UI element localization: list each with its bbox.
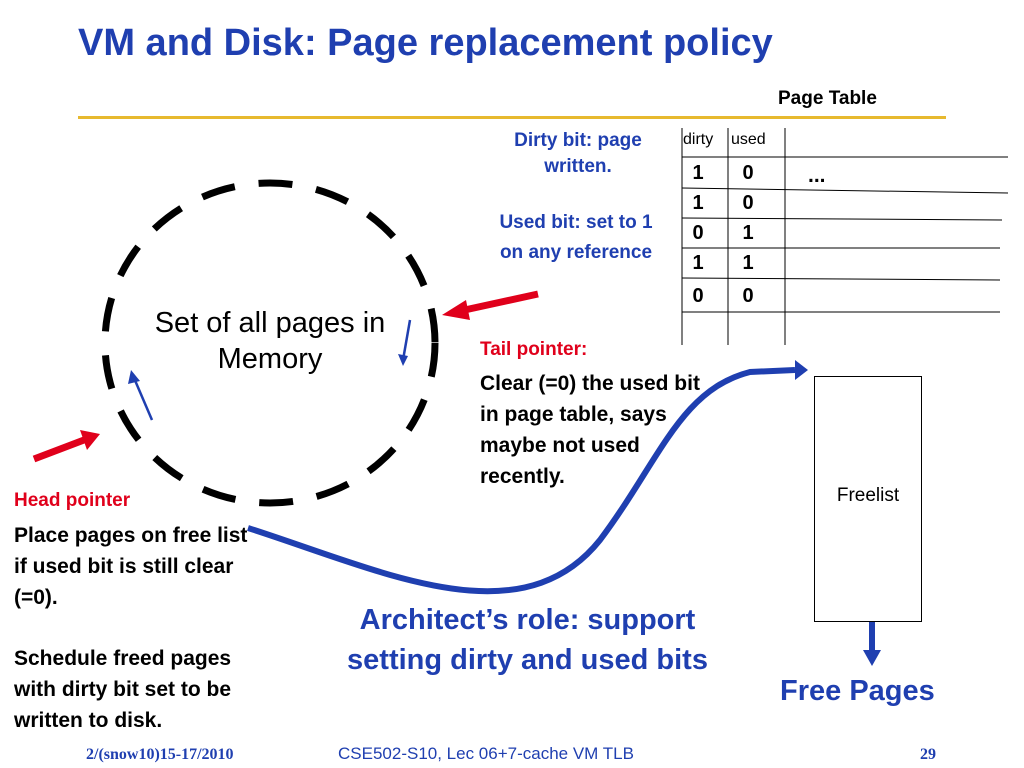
table-cell-dirty: 0 [692,222,704,244]
footer-page-number: 29 [920,746,936,763]
page-table-label: Page Table [778,88,877,109]
table-cell-dirty: 1 [692,162,704,184]
head-pointer-title: Head pointer [14,490,131,511]
head-pointer-description: Place pages on free list if used bit is … [14,524,248,609]
tail-pointer-arrow [442,290,539,320]
memory-set-circle [101,179,439,507]
tail-pointer-title: Tail pointer: [480,339,588,360]
used-bit-note: Used bit: set to 1 on any reference [499,212,653,263]
freelist-box [814,376,922,622]
free-pages-arrow [863,622,881,666]
title-divider [78,116,946,119]
table-cell-used: 0 [742,192,754,214]
table-cell-used: 0 [742,162,754,184]
memory-set-label: Set of all pages in Memory [154,307,386,375]
table-ellipsis: ... [808,164,826,187]
page-table-grid [681,128,1009,345]
head-pointer-arrow [32,430,100,463]
table-cell-used: 0 [742,285,754,307]
table-cell-dirty: 1 [692,252,704,274]
schedule-writeback-note: Schedule freed pages with dirty bit set … [14,647,232,732]
column-header-dirty: dirty [683,131,714,148]
freelist-label: Freelist [836,485,900,506]
tail-pointer-description: Clear (=0) the used bit in page table, s… [480,372,700,488]
table-cell-used: 1 [742,222,754,244]
architect-role-note: Architect’s role: support setting dirty … [347,604,708,676]
slide-title: VM and Disk: Page replacement policy [78,22,773,64]
table-cell-dirty: 1 [692,192,704,214]
column-header-used: used [731,131,766,148]
free-pages-label: Free Pages [780,675,935,707]
table-cell-used: 1 [742,252,754,274]
circular-motion-arrow-right [398,319,412,366]
dirty-bit-note: Dirty bit: page written. [514,130,642,177]
circular-motion-arrow-left [128,370,154,421]
freelist-transfer-arrowhead [795,360,808,380]
footer-date: 2/(snow10)15-17/2010 [86,746,234,763]
table-cell-dirty: 0 [692,285,704,307]
freelist-transfer-curve [247,367,796,595]
footer-course: CSE502-S10, Lec 06+7-cache VM TLB [338,744,634,763]
